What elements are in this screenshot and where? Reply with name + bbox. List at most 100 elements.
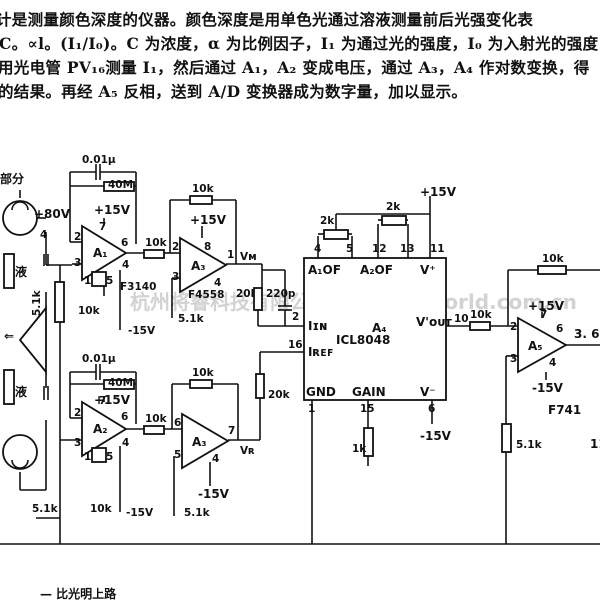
liquid-cell-top — [3, 253, 15, 289]
label-plus15v-a1: +15V — [94, 203, 131, 217]
svg-text:3: 3 — [74, 257, 81, 269]
light-arrows-icon: ⇐ — [4, 329, 14, 343]
phototube-top-icon — [2, 200, 38, 236]
label-cap-bot: 0.01μ — [82, 353, 116, 365]
label-plus15v-a2: +15V — [94, 393, 131, 407]
opamp-a1 — [81, 224, 128, 282]
label-r-2k-1: 2k — [320, 215, 335, 227]
label-iref: Iʀᴇꜰ — [308, 345, 334, 359]
svg-text:8: 8 — [204, 241, 211, 253]
label-edge-11: 11 — [590, 437, 600, 451]
svg-text:10: 10 — [454, 313, 469, 325]
label-out-3-6: 3. 6 — [574, 327, 599, 341]
label-gain: GAIN — [352, 385, 386, 399]
svg-text:2: 2 — [74, 407, 81, 419]
text-line-1: 计是测量颜色深度的仪器。颜色深度是用单色光通过溶液测量前后光强变化表 — [0, 10, 534, 29]
label-plus15v-a4: +15V — [420, 185, 457, 199]
light-source-icon — [18, 305, 47, 375]
text-line-4: 的结果。再经 A₅ 反相，送到 A/D 变换器成为数字量，加以显示。 — [0, 82, 468, 101]
label-minus15v-a1: -15V — [128, 325, 156, 337]
label-r-10k-a1-a3: 10k — [145, 237, 168, 249]
svg-text:2: 2 — [172, 241, 179, 253]
label-a3-bottom: A₃ — [192, 435, 207, 449]
liquid-cell-bottom — [3, 369, 15, 405]
label-pin4: 4 — [40, 229, 47, 241]
trimmer-2k-a1of — [323, 229, 349, 240]
label-a5-part: F741 — [548, 403, 581, 417]
svg-text:2: 2 — [510, 321, 517, 333]
svg-text:7: 7 — [540, 309, 547, 321]
label-plus15v-a3: +15V — [190, 213, 227, 227]
svg-text:6: 6 — [121, 411, 128, 423]
svg-text:12: 12 — [372, 243, 387, 255]
label-a3: A₃ — [191, 259, 206, 273]
label-r-20k-ref: 20k — [268, 389, 291, 401]
svg-text:4: 4 — [122, 259, 129, 271]
resistor-5-1k-left — [54, 281, 65, 323]
label-bu-fen: 部分 — [0, 171, 24, 186]
svg-text:4: 4 — [122, 437, 129, 449]
svg-text:4: 4 — [214, 277, 221, 289]
label-r-10k-a4-a5: 10k — [470, 309, 493, 321]
opamp-a3 — [179, 236, 228, 294]
label-a2of: A₂OF — [360, 263, 393, 277]
label-r-10k-a1: 10k — [78, 305, 101, 317]
label-a3-part: F4558 — [188, 289, 224, 301]
opamp-a3-bottom — [181, 412, 230, 470]
svg-text:11: 11 — [430, 243, 445, 255]
label-vr: Vʀ — [240, 445, 255, 457]
svg-text:3: 3 — [510, 353, 517, 365]
opamp-a2 — [81, 400, 128, 458]
label-minus15v-a5: -15V — [532, 381, 564, 395]
label-r-2k-2: 2k — [386, 201, 401, 213]
label-r-1k: 1k — [352, 443, 367, 455]
svg-text:3: 3 — [172, 271, 179, 283]
label-r-20k-top: 20k — [236, 288, 259, 300]
label-iin: Iɪɴ — [308, 319, 328, 333]
ic-a4-icl8048 — [303, 257, 447, 401]
label-minus15v-a3b: -15V — [198, 487, 230, 501]
svg-text:7: 7 — [99, 395, 106, 407]
svg-text:16: 16 — [288, 339, 303, 351]
label-plus80v: +80V — [34, 207, 71, 221]
text-line-3: 用光电管 PV₁₆测量 I₁，然后通过 A₁，A₂ 变成电压，通过 A₃，A₄ … — [0, 58, 590, 77]
svg-text:7: 7 — [99, 221, 106, 233]
label-r-10k-a2-a3b: 10k — [145, 413, 168, 425]
svg-text:2: 2 — [74, 231, 81, 243]
bottom-fragment-text: — 比光明上路 — [40, 586, 117, 600]
svg-text:6: 6 — [556, 323, 563, 335]
label-ye-1: 液 — [15, 264, 27, 279]
label-r-10k-a3-fb: 10k — [192, 183, 215, 195]
label-r-5-1k-a5: 5.1k — [516, 439, 543, 451]
svg-text:6: 6 — [174, 417, 181, 429]
label-vm: Vм — [240, 251, 257, 263]
label-a4-part: ICL8048 — [336, 333, 390, 347]
text-line-2: C。∝l。(I₁/I₀)。C 为浓度，α 为比例因子，I₁ 为通过光的强度，I₀… — [0, 34, 599, 53]
trimmer-2k-a2of — [381, 215, 407, 226]
svg-text:5: 5 — [106, 275, 113, 287]
svg-text:5: 5 — [106, 451, 113, 463]
label-40m-bot: 40M — [108, 377, 133, 389]
svg-text:1: 1 — [84, 451, 91, 463]
svg-text:7: 7 — [228, 425, 235, 437]
svg-text:1: 1 — [84, 275, 91, 287]
label-cap-220p: 220p — [266, 288, 296, 300]
label-a5: A₅ — [528, 339, 543, 353]
label-vplus: V⁺ — [420, 263, 436, 277]
label-minus15v-a2: -15V — [126, 507, 154, 519]
svg-text:5: 5 — [174, 449, 181, 461]
label-r-5-1k-bottom-left: 5.1k — [32, 503, 59, 515]
label-vminus: V⁻ — [420, 385, 436, 399]
svg-text:5: 5 — [346, 243, 353, 255]
label-a4: A₄ — [372, 321, 387, 335]
label-r-5-1k-a3: 5.1k — [178, 313, 205, 325]
svg-text:2: 2 — [292, 311, 299, 323]
phototube-bottom-icon — [2, 434, 38, 470]
label-r-10k-a5-fb: 10k — [542, 253, 565, 265]
svg-text:1: 1 — [227, 249, 234, 261]
label-a1of: A₁OF — [308, 263, 341, 277]
label-vout: V'ᴏᴜᴛ — [416, 315, 452, 329]
label-ye-2: 液 — [15, 384, 27, 399]
label-40m-top: 40M — [108, 179, 133, 191]
